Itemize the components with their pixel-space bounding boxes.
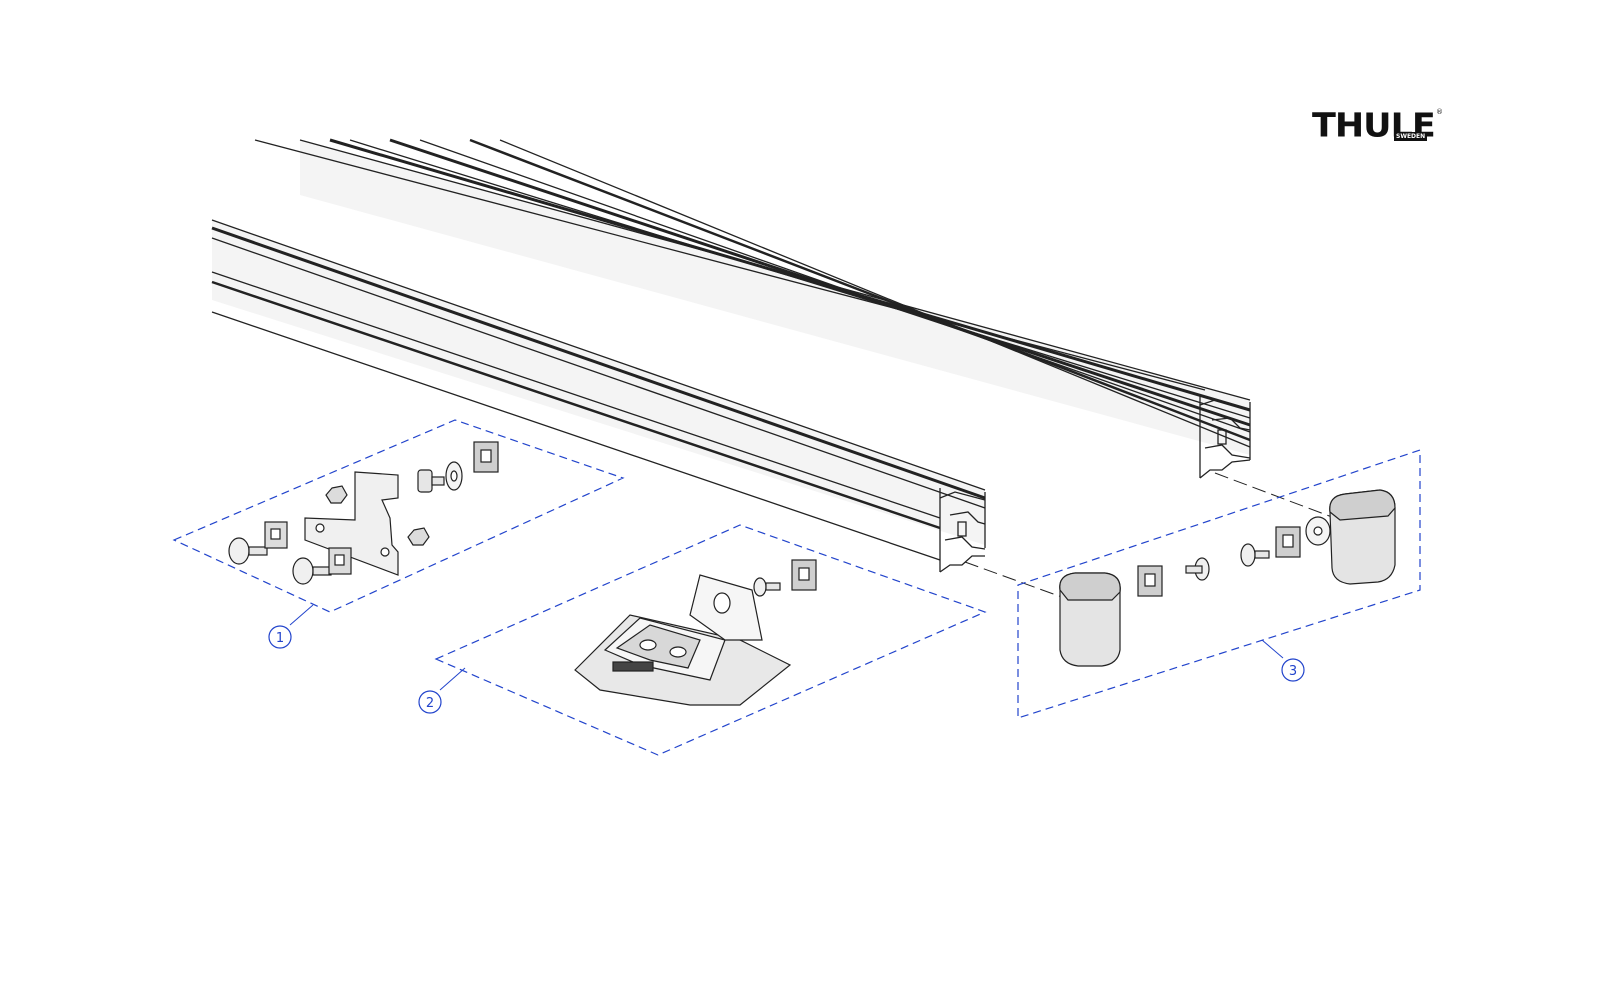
callout-1-label: 1: [276, 631, 284, 646]
callout-2-label: 2: [426, 696, 434, 711]
group-1-bracket-kit: 1: [172, 419, 625, 649]
group-2-foot-kit: 2: [418, 524, 987, 756]
brand-sub: SWEDEN: [1394, 132, 1428, 141]
hex-nut-lower: [407, 527, 430, 546]
brand-registered: ®: [1436, 108, 1443, 116]
square-nut-upper: [473, 441, 499, 473]
carriage-bolt-1: [228, 537, 250, 565]
foot-screw: [753, 577, 767, 597]
bolt-head: [417, 469, 433, 493]
group-3-end-cap-kit: 3: [1017, 449, 1421, 719]
callout-3-label: 3: [1289, 664, 1297, 679]
callout-2-circle: [418, 690, 442, 714]
cap-screw-right: [1240, 543, 1256, 567]
bracket-plate: [304, 471, 399, 576]
brand-logo: THULE SWEDEN ®: [1312, 108, 1443, 146]
carriage-bolt-2: [292, 557, 314, 585]
callout-3-circle: [1281, 658, 1305, 682]
hex-nut-upper: [325, 485, 348, 504]
rear-load-bar: [254, 138, 1251, 479]
callout-1-circle: [268, 625, 292, 649]
assembly-center-lines: [964, 472, 1341, 601]
front-load-bar: [211, 219, 986, 573]
